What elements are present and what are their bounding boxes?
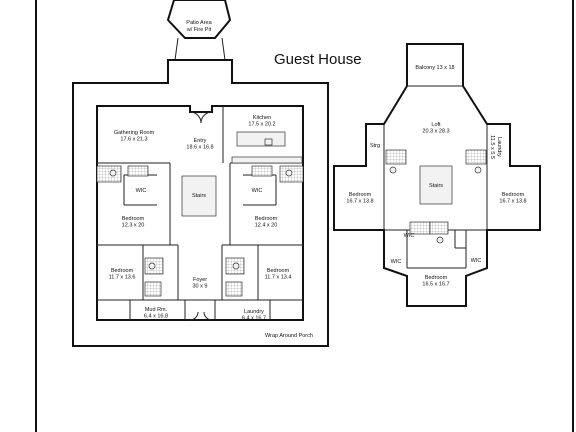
- room-label-mud: Mud Rm.: [145, 307, 168, 313]
- room-label-wic2c: WIC: [471, 258, 482, 264]
- room-label-wic-right: WIC: [252, 188, 263, 194]
- room-label-gathering: Gathering Room: [114, 130, 155, 136]
- porch-outline: [72, 59, 329, 347]
- patio-label-2: w/ Fire Pit: [186, 27, 212, 33]
- room-label-wic2b: WIC: [391, 259, 402, 265]
- upper-floor-outline: [333, 43, 541, 307]
- room-size-foyer: 30 x 9: [193, 284, 208, 290]
- room-size-kitchen: 17.5 x 20.2: [248, 122, 275, 128]
- stairs-box-upper: [419, 165, 453, 205]
- room-size-bed-e: 16.7 x 13.8: [499, 199, 526, 205]
- room-label-foyer: Foyer: [193, 277, 207, 283]
- room-size-loft: 20.3 x 28.3: [422, 129, 449, 135]
- stairs-box-main: [181, 175, 217, 217]
- porch-label: Wrap Around Porch: [265, 333, 313, 339]
- room-size-mud: 6.4 x 16.8: [144, 314, 168, 320]
- patio-label-1: Patio Area: [186, 20, 212, 26]
- room-size-bed-ll: 11.7 x 13.6: [109, 275, 136, 281]
- room-label-bed-e: Bedroom: [502, 192, 525, 198]
- room-label-bed-lr: Bedroom: [267, 268, 290, 274]
- room-label-balcony: Balcony 13 x 18: [415, 65, 454, 71]
- room-size-bed-left: 12.3 x 20: [122, 223, 145, 229]
- room-size-laundry2: 11.5 x 5.5: [489, 135, 495, 159]
- room-label-wic2a: WIC: [404, 233, 415, 239]
- room-label-entry: Entry: [194, 138, 207, 144]
- room-label-stairs2: Stairs: [429, 183, 443, 189]
- room-label-kitchen: Kitchen: [253, 115, 271, 121]
- house-outline: [96, 105, 304, 321]
- room-label-bed-left: Bedroom: [122, 216, 145, 222]
- room-size-laundry: 6.4 x 16.7: [242, 316, 266, 322]
- room-label-bed-ll: Bedroom: [111, 268, 134, 274]
- room-size-entry: 18.6 x 16.8: [186, 145, 213, 151]
- patio-outline: [166, 0, 232, 39]
- room-label-loft: Loft: [431, 122, 441, 128]
- room-size-gathering: 17.6 x 21.3: [120, 137, 147, 143]
- room-label-wic-left: WIC: [136, 188, 147, 194]
- room-label-bed-s: Bedroom: [425, 275, 448, 281]
- room-label-bed-right: Bedroom: [255, 216, 278, 222]
- room-label-stairs: Stairs: [192, 193, 206, 199]
- interior-walls: [97, 106, 303, 320]
- room-label-laundry2: Laundry: [496, 137, 502, 157]
- page-title: Guest House: [274, 51, 362, 68]
- room-label-bed-w: Bedroom: [349, 192, 372, 198]
- room-label-laundry: Laundry: [244, 309, 264, 315]
- room-label-strg: Strg: [370, 143, 380, 149]
- room-size-bed-s: 16.5 x 16.7: [422, 282, 449, 288]
- room-size-bed-right: 12.4 x 20: [255, 223, 278, 229]
- room-size-bed-lr: 11.7 x 13.4: [265, 275, 292, 281]
- room-size-bed-w: 16.7 x 13.8: [346, 199, 373, 205]
